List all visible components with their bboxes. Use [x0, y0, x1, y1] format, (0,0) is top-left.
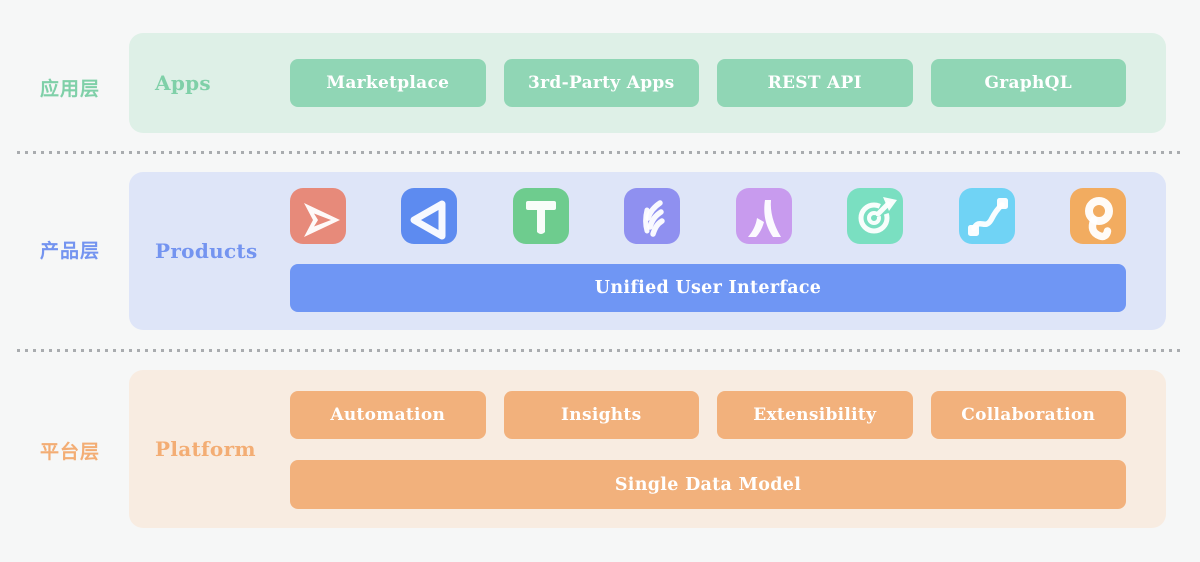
chip-insights: Insights — [503, 391, 699, 439]
platform-chip-row: Automation Insights Extensibility Collab… — [290, 391, 1126, 439]
single-data-model-bar: Single Data Model — [290, 460, 1126, 509]
chip-extensibility: Extensibility — [717, 391, 913, 439]
chip-collaboration: Collaboration — [930, 391, 1126, 439]
magnifier-q-icon — [1069, 188, 1126, 244]
letter-t-icon — [512, 188, 569, 244]
products-layer-container: Products — [129, 172, 1166, 330]
side-label-platform-layer: 平台层 — [40, 442, 101, 463]
product-icon-row — [290, 188, 1126, 244]
project-arrow-icon — [290, 188, 346, 244]
unified-user-interface-bar: Unified User Interface — [290, 264, 1126, 312]
dotted-divider-top — [17, 151, 1183, 154]
apps-chip-row: Marketplace 3rd-Party Apps REST API Grap… — [290, 59, 1126, 107]
platform-layer-container: Platform Automation Insights Extensibili… — [129, 370, 1166, 528]
apps-layer-content: Marketplace 3rd-Party Apps REST API Grap… — [290, 33, 1126, 133]
feather-icon — [624, 188, 681, 244]
side-label-products-layer: 产品层 — [40, 241, 101, 262]
chip-marketplace: Marketplace — [290, 59, 486, 107]
apps-layer-container: Apps Marketplace 3rd-Party Apps REST API… — [129, 33, 1166, 133]
platform-layer-title: Platform — [155, 437, 256, 461]
side-label-apps-layer: 应用层 — [40, 79, 101, 100]
chip-graphql: GraphQL — [930, 59, 1126, 107]
products-layer-content: Unified User Interface — [290, 172, 1126, 330]
pipeline-curve-icon — [958, 188, 1015, 244]
products-layer-title: Products — [155, 239, 258, 263]
peak-a-icon — [735, 188, 792, 244]
chip-rest-api: REST API — [717, 59, 913, 107]
triangle-icon — [401, 188, 458, 244]
chip-3rd-party-apps: 3rd-Party Apps — [503, 59, 699, 107]
platform-layer-content: Automation Insights Extensibility Collab… — [290, 370, 1126, 528]
chip-automation: Automation — [290, 391, 486, 439]
target-dart-icon — [847, 188, 904, 244]
dotted-divider-bottom — [17, 349, 1183, 352]
apps-layer-title: Apps — [155, 71, 211, 95]
